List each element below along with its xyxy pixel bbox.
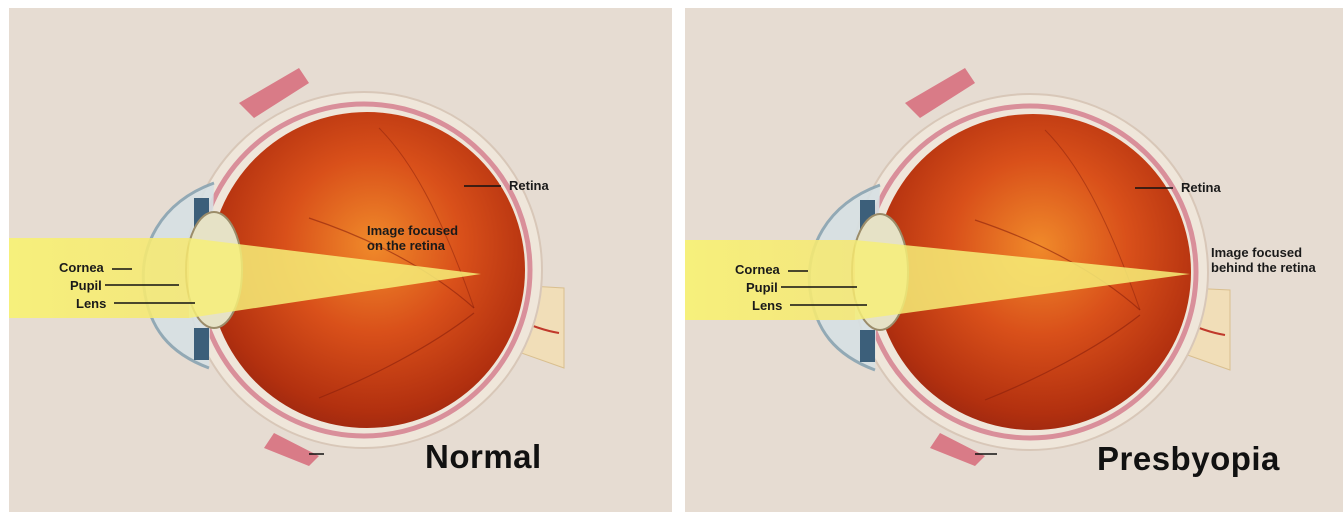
panel-title: Presbyopia (1097, 440, 1280, 478)
label-pupil: Pupil (70, 278, 102, 293)
label-focus-point: Image focused on the retina (367, 223, 507, 253)
label-retina: Retina (509, 178, 549, 193)
focus-line-2: behind the retina (1211, 260, 1343, 275)
normal-eye-illustration (9, 8, 672, 512)
label-lens: Lens (752, 298, 782, 313)
panel-title: Normal (425, 438, 542, 476)
label-focus-point: Image focused behind the retina (1211, 245, 1343, 275)
label-pupil: Pupil (746, 280, 778, 295)
focus-line-1: Image focused (367, 223, 507, 238)
label-cornea: Cornea (735, 262, 780, 277)
label-cornea: Cornea (59, 260, 104, 275)
presbyopia-eye-panel: Cornea Pupil Lens Retina Image focused b… (685, 8, 1343, 512)
focus-line-1: Image focused (1211, 245, 1343, 260)
label-retina: Retina (1181, 180, 1221, 195)
focus-line-2: on the retina (367, 238, 507, 253)
normal-eye-panel: Cornea Pupil Lens Retina Image focused o… (9, 8, 672, 512)
label-lens: Lens (76, 296, 106, 311)
